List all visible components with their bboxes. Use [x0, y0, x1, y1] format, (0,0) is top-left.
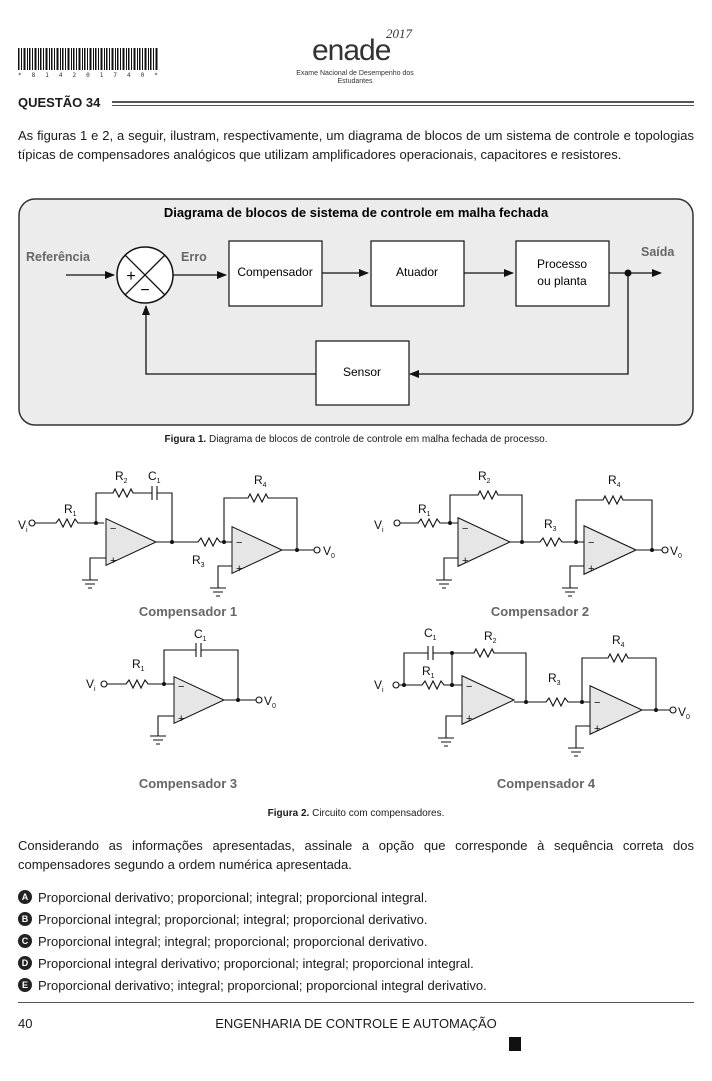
svg-text:−: − [110, 523, 116, 535]
actuator-label: Atuador [396, 265, 438, 279]
svg-text:R3: R3 [548, 671, 561, 687]
svg-text:R4: R4 [254, 473, 267, 489]
option-e-text: Proporcional derivativo; integral; propo… [38, 977, 487, 993]
output-label: Saída [641, 245, 675, 259]
compensator-label: Compensador [237, 265, 312, 279]
svg-text:−: − [594, 697, 600, 709]
process-label-line1: Processo [537, 257, 587, 271]
compensator-circuits: − + − + − + − + − + − + − + Vi R1 R2 C1 R3 R4 V… [18, 469, 690, 791]
actuator-block [370, 240, 465, 307]
process-label-line2: ou planta [537, 274, 587, 288]
svg-text:−: − [466, 681, 472, 693]
svg-text:R3: R3 [544, 517, 557, 533]
svg-text:Vi: Vi [374, 518, 384, 534]
svg-text:R1: R1 [132, 657, 145, 673]
summing-junction: + − [116, 246, 174, 304]
figure1-caption-label: Figura 1. [164, 434, 207, 445]
option-a-badge: A [18, 890, 32, 904]
svg-text:R1: R1 [422, 664, 435, 680]
page-number: 40 [18, 1016, 33, 1031]
compensator1-label: Compensador 1 [139, 604, 237, 619]
option-d-text: Proporcional integral derivativo; propor… [38, 955, 474, 971]
svg-text:C1: C1 [148, 469, 161, 485]
svg-text:R1: R1 [64, 502, 77, 518]
svg-text:−: − [178, 681, 184, 693]
question-intro: As figuras 1 e 2, a seguir, ilustram, re… [18, 128, 694, 162]
compensator4-label: Compensador 4 [497, 776, 596, 791]
logo-subtitle: Exame Nacional de Desempenho dos Estudan… [296, 70, 414, 85]
option-d[interactable]: D Proporcional integral derivativo; propo… [18, 952, 694, 974]
svg-text:+: + [178, 713, 184, 725]
sensor-label: Sensor [343, 365, 381, 379]
diagram-title: Diagrama de blocos de sistema de control… [164, 205, 549, 220]
compensator3-label: Compensador 3 [139, 776, 237, 791]
compensator2-label: Compensador 2 [491, 604, 589, 619]
svg-text:R2: R2 [115, 469, 128, 485]
error-label: Erro [181, 250, 207, 264]
svg-text:−: − [588, 537, 594, 549]
svg-text:R2: R2 [478, 469, 491, 485]
sum-minus: − [140, 282, 149, 299]
svg-text:V0: V0 [264, 694, 276, 710]
svg-text:+: + [236, 563, 242, 575]
option-b-text: Proporcional integral; proporcional; int… [38, 911, 428, 927]
svg-text:+: + [588, 563, 594, 575]
svg-text:C1: C1 [424, 626, 437, 642]
option-c[interactable]: C Proporcional integral; integral; propor… [18, 930, 694, 952]
option-e-badge: E [18, 978, 32, 992]
svg-text:R2: R2 [484, 629, 497, 645]
svg-text:C1: C1 [194, 627, 207, 643]
figure1-caption: Figura 1. Diagrama de blocos de controle… [18, 434, 694, 445]
title-rule [112, 101, 694, 106]
option-c-badge: C [18, 934, 32, 948]
reference-label: Referência [26, 250, 91, 264]
svg-text:R4: R4 [612, 633, 625, 649]
enade-logo: enade 2017 Exame Nacional de Desempenho … [290, 26, 420, 86]
sum-plus: + [126, 268, 135, 285]
svg-text:R4: R4 [608, 473, 621, 489]
option-d-badge: D [18, 956, 32, 970]
svg-text:+: + [462, 555, 468, 567]
answer-options: A Proporcional derivativo; proporcional; … [18, 886, 694, 996]
process-block [515, 240, 610, 307]
svg-text:V0: V0 [323, 544, 335, 560]
course-name: ENGENHARIA DE CONTROLE E AUTOMAÇÃO [215, 1016, 497, 1031]
option-e[interactable]: E Proporcional derivativo; integral; prop… [18, 974, 694, 996]
option-c-text: Proporcional integral; integral; proporc… [38, 933, 428, 949]
svg-text:Vi: Vi [374, 678, 384, 694]
sensor-block [315, 340, 410, 406]
svg-text:R3: R3 [192, 553, 205, 569]
option-b-badge: B [18, 912, 32, 926]
figure2-caption-text: Circuito com compensadores. [309, 808, 445, 819]
question-title: QUESTÃO 34 [18, 95, 101, 110]
figure2-caption: Figura 2. Circuito com compensadores. [18, 808, 694, 819]
figure1-caption-text: Diagrama de blocos de controle de contro… [206, 434, 548, 445]
barcode-digits: * 8 1 4 2 0 1 7 4 0 * [18, 72, 162, 79]
logo-year: 2017 [386, 26, 412, 41]
svg-text:Vi: Vi [18, 518, 28, 534]
option-b[interactable]: B Proporcional integral; proporcional; in… [18, 908, 694, 930]
svg-text:−: − [462, 523, 468, 535]
svg-text:−: − [236, 537, 242, 549]
logo-word: enade [312, 34, 391, 67]
registration-mark [509, 1037, 521, 1051]
svg-text:V0: V0 [678, 705, 690, 721]
question-prompt: Considerando as informações apresentadas… [18, 838, 694, 872]
svg-text:R1: R1 [418, 502, 431, 518]
option-a[interactable]: A Proporcional derivativo; proporcional; … [18, 886, 694, 908]
svg-text:+: + [466, 713, 472, 725]
footer-rule [18, 1002, 694, 1003]
svg-text:+: + [110, 555, 116, 567]
barcode [18, 48, 158, 70]
figure2-caption-label: Figura 2. [267, 808, 310, 819]
svg-text:Vi: Vi [86, 677, 96, 693]
block-diagram: Diagrama de blocos de sistema de control… [18, 198, 694, 426]
option-a-text: Proporcional derivativo; proporcional; i… [38, 889, 428, 905]
svg-text:V0: V0 [670, 544, 682, 560]
svg-text:+: + [594, 723, 600, 735]
